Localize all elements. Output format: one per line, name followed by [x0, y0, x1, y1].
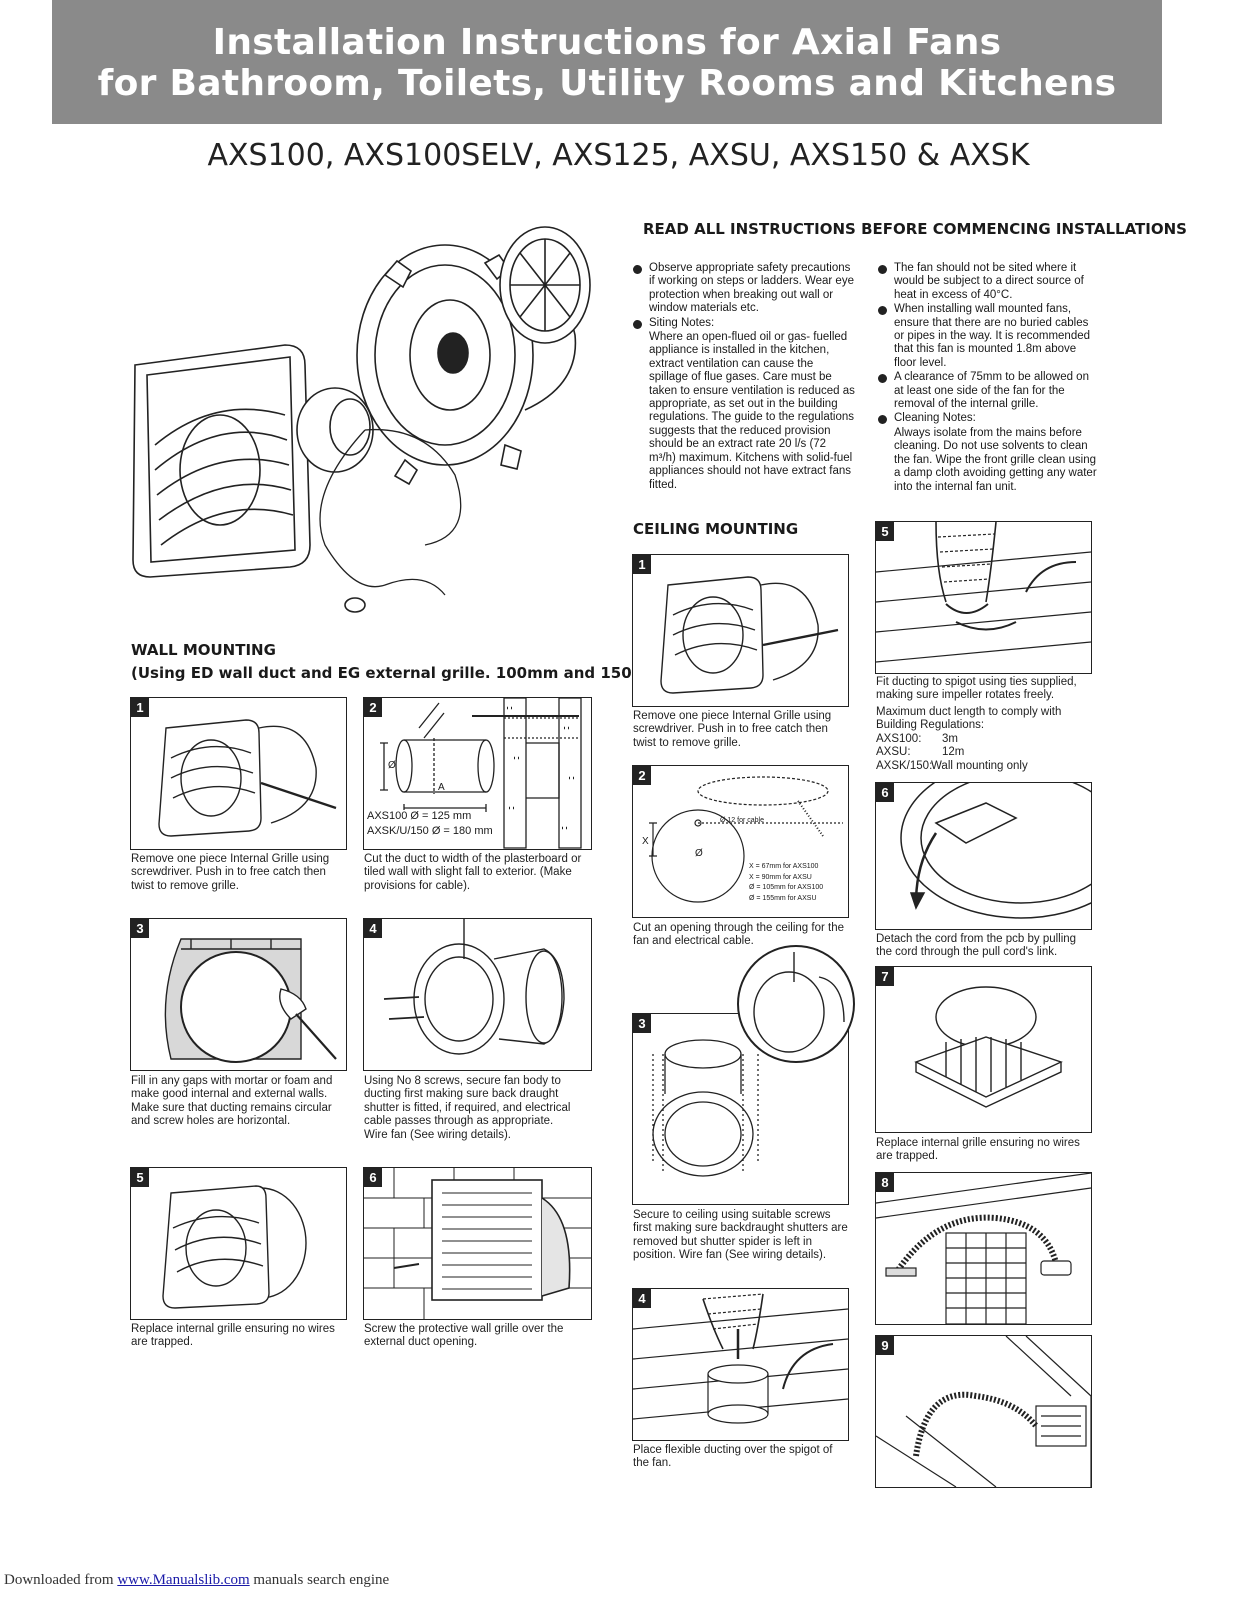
fan-exploded-illustration	[132, 226, 591, 613]
note-line: Ø = 105mm for AXS100	[749, 884, 824, 891]
step-number: 4	[364, 919, 382, 938]
note-heat: The fan should not be sited where it wou…	[878, 262, 1100, 302]
axsk-diameter-label: AXSK/U/150 Ø = 180 mm	[367, 825, 493, 837]
wall-mounting-heading: WALL MOUNTING	[131, 641, 276, 659]
ceiling-step-2-figure: 2 Ø 12 for cable X Ø X = 67mm for AXS100…	[632, 765, 849, 918]
step-number: 8	[876, 1173, 894, 1192]
note-cleaning-text: Always isolate from the mains before cle…	[894, 426, 1097, 493]
note-safety: Observe appropriate safety precautions i…	[633, 262, 855, 316]
wall-mounting-subheading: (Using ED wall duct and EG external gril…	[131, 664, 711, 682]
ceiling-step-6-caption: Detach the cord from the pcb by pulling …	[876, 933, 1077, 959]
wall-step-4-caption: Using No 8 screws, secure fan body to du…	[364, 1075, 571, 1141]
ceiling-step-3-caption: Secure to ceiling using suitable screws …	[633, 1209, 848, 1262]
note-line: Ø = 155mm for AXSU	[749, 894, 817, 902]
duct-length-table: AXS100:3m AXSU:12m AXSK/150:Wall mountin…	[876, 733, 1091, 773]
ceiling-step-2-caption: Cut an opening through the ceiling for t…	[633, 922, 844, 948]
notes-column-2: The fan should not be sited where it wou…	[878, 262, 1100, 495]
wall-step-2-figure: 2 A Ø AXS100 Ø = 125 mm AXSK/U/150 Ø = 1…	[363, 697, 592, 850]
title-banner: Installation Instructions for Axial Fans…	[52, 0, 1162, 124]
note-clearance: A clearance of 75mm to be allowed on at …	[878, 371, 1100, 411]
footer-download-note: Downloaded from www.Manualslib.com manua…	[4, 1572, 390, 1588]
cable-hole-label: Ø 12 for cable	[720, 817, 764, 824]
note-cleaning-heading: Cleaning Notes:	[878, 412, 1100, 425]
note-line: X = 67mm for AXS100	[749, 863, 819, 870]
step-number: 5	[876, 522, 894, 541]
ceiling-step-8-figure: 8	[875, 1172, 1092, 1325]
axs100-diameter-label: AXS100 Ø = 125 mm	[367, 810, 472, 822]
cutout-dimension-notes: X = 67mm for AXS100 X = 90mm for AXSU Ø …	[749, 862, 823, 904]
step-number: 2	[364, 698, 382, 717]
ceiling-step-7-figure: 7	[875, 966, 1092, 1133]
step-number: 5	[131, 1168, 149, 1187]
wall-step-1-caption: Remove one piece Internal Grille using s…	[131, 853, 330, 892]
wall-step-2-caption: Cut the duct to width of the plasterboar…	[364, 853, 582, 892]
diameter-label: Ø	[388, 760, 396, 771]
step-number: 4	[633, 1289, 651, 1308]
step-number: 6	[364, 1168, 382, 1187]
note-siting-text: Where an open-flued oil or gas- fuelled …	[649, 331, 855, 491]
wall-step-1-figure: 1	[130, 697, 347, 850]
manualslib-link[interactable]: www.Manualslib.com	[117, 1572, 250, 1588]
duct-row: AXSK/150:Wall mounting only	[876, 759, 1028, 772]
step-number: 7	[876, 967, 894, 986]
ceiling-step-1-caption: Remove one piece Internal Grille using s…	[633, 710, 832, 749]
duct-length-intro: Maximum duct length to comply with Build…	[876, 706, 1062, 732]
notes-column-1: Observe appropriate safety precautions i…	[633, 262, 855, 493]
ceiling-step-4-caption: Place flexible ducting over the spigot o…	[633, 1444, 833, 1470]
dimension-a-label: A	[438, 782, 445, 793]
ceiling-step-3-detail-inset	[737, 945, 855, 1063]
ceiling-step-5-figure: 5	[875, 521, 1092, 674]
read-all-heading: READ ALL INSTRUCTIONS BEFORE COMMENCING …	[643, 220, 1187, 238]
duct-row: AXS100:3m	[876, 733, 958, 745]
wall-step-4-figure: 4	[363, 918, 592, 1071]
wall-step-3-caption: Fill in any gaps with mortar or foam and…	[131, 1075, 333, 1128]
title-line-1: Installation Instructions for Axial Fans	[212, 22, 1002, 63]
wall-step-3-figure: 3	[130, 918, 347, 1071]
title-line-2: for Bathroom, Toilets, Utility Rooms and…	[97, 63, 1117, 104]
wall-step-5-caption: Replace internal grille ensuring no wire…	[131, 1323, 335, 1349]
note-line: X = 90mm for AXSU	[749, 873, 812, 881]
note-siting-heading: Siting Notes:	[633, 317, 855, 330]
step-number: 1	[131, 698, 149, 717]
model-list: AXS100, AXS100SELV, AXS125, AXSU, AXS150…	[207, 138, 1030, 173]
note-buried-cables: When installing wall mounted fans, ensur…	[878, 303, 1100, 370]
dimension-x-label: X	[642, 836, 649, 847]
wall-step-6-figure: 6	[363, 1167, 592, 1320]
ceiling-step-9-figure: 9	[875, 1335, 1092, 1488]
ceiling-mounting-heading: CEILING MOUNTING	[633, 520, 799, 538]
step-number: 9	[876, 1336, 894, 1355]
ceiling-step-4-figure: 4	[632, 1288, 849, 1441]
wall-step-5-figure: 5	[130, 1167, 347, 1320]
ceiling-step-1-figure: 1	[632, 554, 849, 707]
ceiling-step-5-caption: Fit ducting to spigot using ties supplie…	[876, 676, 1077, 702]
step-number: 2	[633, 766, 651, 785]
wall-step-6-caption: Screw the protective wall grille over th…	[364, 1323, 564, 1349]
duct-row: AXSU:12m	[876, 746, 965, 759]
ceiling-step-6-figure: 6	[875, 782, 1092, 930]
step-number: 1	[633, 555, 651, 574]
diameter-label: Ø	[695, 848, 703, 859]
step-number: 3	[633, 1014, 651, 1033]
step-number: 3	[131, 919, 149, 938]
ceiling-step-7-caption: Replace internal grille ensuring no wire…	[876, 1137, 1080, 1163]
step-number: 6	[876, 783, 894, 802]
